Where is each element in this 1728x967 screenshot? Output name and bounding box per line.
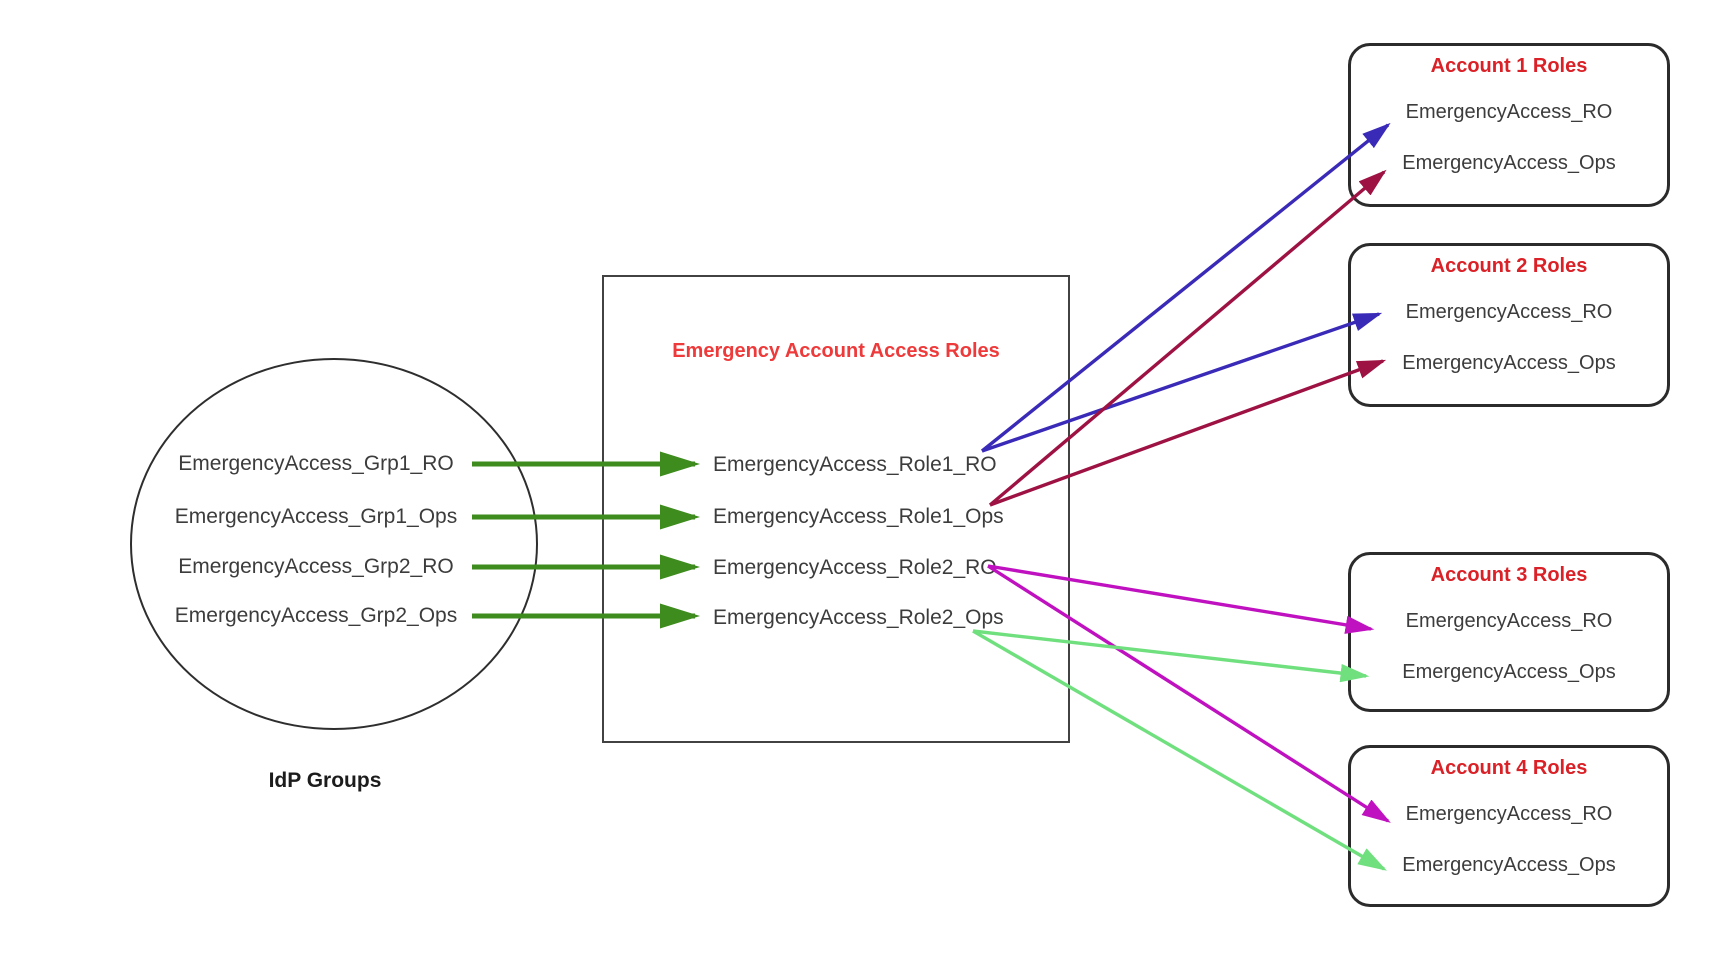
account-2-title: Account 2 Roles xyxy=(1430,255,1588,277)
account-4-title: Account 4 Roles xyxy=(1430,757,1588,779)
idp-group-grp1-ops: EmergencyAccess_Grp1_Ops xyxy=(174,505,458,528)
account-4-role-ops: EmergencyAccess_Ops xyxy=(1402,854,1616,876)
role-role1-ops: EmergencyAccess_Role1_Ops xyxy=(713,505,1004,528)
account-2-role-ro: EmergencyAccess_RO xyxy=(1405,301,1613,323)
account-3-role-ops: EmergencyAccess_Ops xyxy=(1402,661,1616,683)
account-1-title: Account 1 Roles xyxy=(1430,55,1588,77)
account-3-title: Account 3 Roles xyxy=(1430,564,1588,586)
emergency-roles-title: Emergency Account Access Roles xyxy=(672,340,1000,362)
role-role2-ops: EmergencyAccess_Role2_Ops xyxy=(713,606,1004,629)
account-1-role-ops: EmergencyAccess_Ops xyxy=(1402,152,1616,174)
role-role1-ro: EmergencyAccess_Role1_RO xyxy=(713,453,997,476)
idp-group-grp2-ro: EmergencyAccess_Grp2_RO xyxy=(178,555,454,578)
idp-group-grp2-ops: EmergencyAccess_Grp2_Ops xyxy=(174,604,458,627)
idp-groups-ellipse xyxy=(130,358,538,730)
role-role2-ro: EmergencyAccess_Role2_RO xyxy=(713,556,997,579)
account-2-role-ops: EmergencyAccess_Ops xyxy=(1402,352,1616,374)
account-1-box: Account 1 Roles EmergencyAccess_RO Emerg… xyxy=(1348,43,1670,207)
idp-groups-label: IdP Groups xyxy=(268,769,382,792)
account-2-box: Account 2 Roles EmergencyAccess_RO Emerg… xyxy=(1348,243,1670,407)
account-4-box: Account 4 Roles EmergencyAccess_RO Emerg… xyxy=(1348,745,1670,907)
account-3-box: Account 3 Roles EmergencyAccess_RO Emerg… xyxy=(1348,552,1670,712)
account-3-role-ro: EmergencyAccess_RO xyxy=(1405,610,1613,632)
account-1-role-ro: EmergencyAccess_RO xyxy=(1405,101,1613,123)
idp-group-grp1-ro: EmergencyAccess_Grp1_RO xyxy=(178,452,454,475)
account-4-role-ro: EmergencyAccess_RO xyxy=(1405,803,1613,825)
